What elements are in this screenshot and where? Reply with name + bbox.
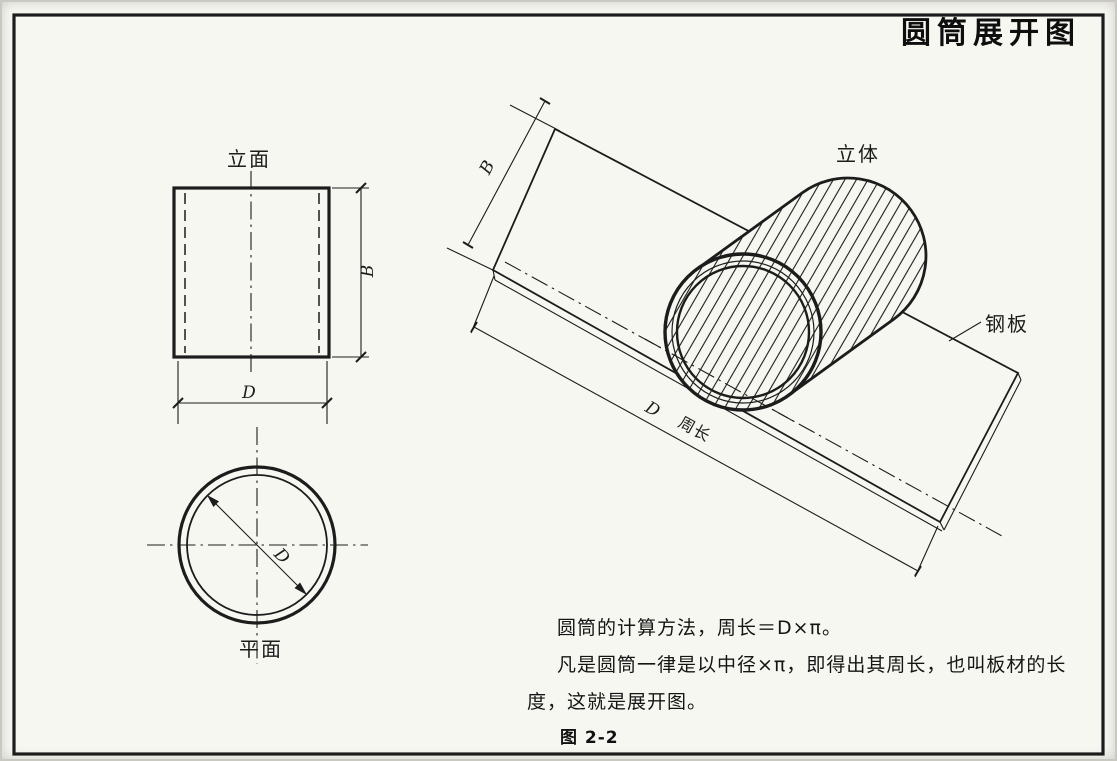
plate-thickness-edge-right — [943, 379, 1022, 531]
plan-view: D 平面 — [147, 427, 368, 664]
plate-centerline-over-cylinder — [644, 338, 796, 423]
dim-tick — [172, 397, 184, 409]
dim-tick — [462, 241, 474, 249]
plan-inner-circle — [186, 474, 328, 616]
dim-line-plate-B — [467, 100, 546, 246]
iso-view: B D 周长 立体 钢板 — [446, 97, 1029, 578]
plan-outer-circle — [177, 465, 337, 625]
plate-label: 钢板 — [985, 312, 1029, 336]
plan-diameter-dim-label: D — [269, 544, 294, 569]
page-border — [12, 13, 1105, 756]
cylinder-front-face — [663, 252, 823, 412]
diameter-arrowhead — [207, 495, 219, 507]
page-title: 圆筒展开图 — [901, 16, 1081, 51]
note-line-3: 度，这就是展开图。 — [527, 691, 707, 713]
plate-label-leader-line — [948, 321, 982, 342]
diameter-arrowhead — [294, 582, 307, 595]
elevation-view: 立面 B D — [172, 147, 378, 424]
elevation-height-dim-label: B — [358, 265, 378, 279]
dim-tick — [355, 351, 367, 363]
figure-caption: 图 2-2 — [560, 728, 619, 748]
plate-thickness-corner — [939, 521, 945, 531]
elevation-cylinder-outline — [172, 186, 331, 359]
plate-thickness-corner — [492, 269, 496, 281]
dim-ext-line — [509, 104, 561, 132]
dim-ext-line — [470, 275, 495, 334]
plate-thickness-corner — [1017, 372, 1022, 381]
dim-tick — [470, 321, 478, 333]
plan-view-label: 平面 — [239, 637, 283, 661]
note-line-2: 凡是圆筒一律是以中径×π，即得出其周长，也叫板材的长 — [557, 654, 1066, 676]
elevation-width-dim-label: D — [241, 383, 256, 403]
plate-width-dim-label: B — [475, 157, 499, 178]
plan-diameter-line — [206, 494, 308, 596]
cylinder-wall-rim — [671, 260, 815, 404]
note-line-1: 圆筒的计算方法，周长＝D×π。 — [557, 617, 842, 639]
dim-tick — [355, 182, 367, 194]
dim-tick — [914, 565, 922, 577]
dim-tick — [539, 97, 551, 105]
elevation-view-label: 立面 — [227, 147, 271, 171]
circumference-dim-letter: D — [641, 397, 664, 422]
dim-tick — [321, 397, 333, 409]
cylinder-inner-rim — [675, 264, 811, 400]
dim-line-circumference — [473, 326, 919, 572]
dim-ext-line — [446, 247, 498, 273]
notes-paragraph: 圆筒的计算方法，周长＝D×π。 凡是圆筒一律是以中径×π，即得出其周长，也叫板材… — [527, 617, 1066, 713]
iso-view-label: 立体 — [836, 142, 880, 166]
